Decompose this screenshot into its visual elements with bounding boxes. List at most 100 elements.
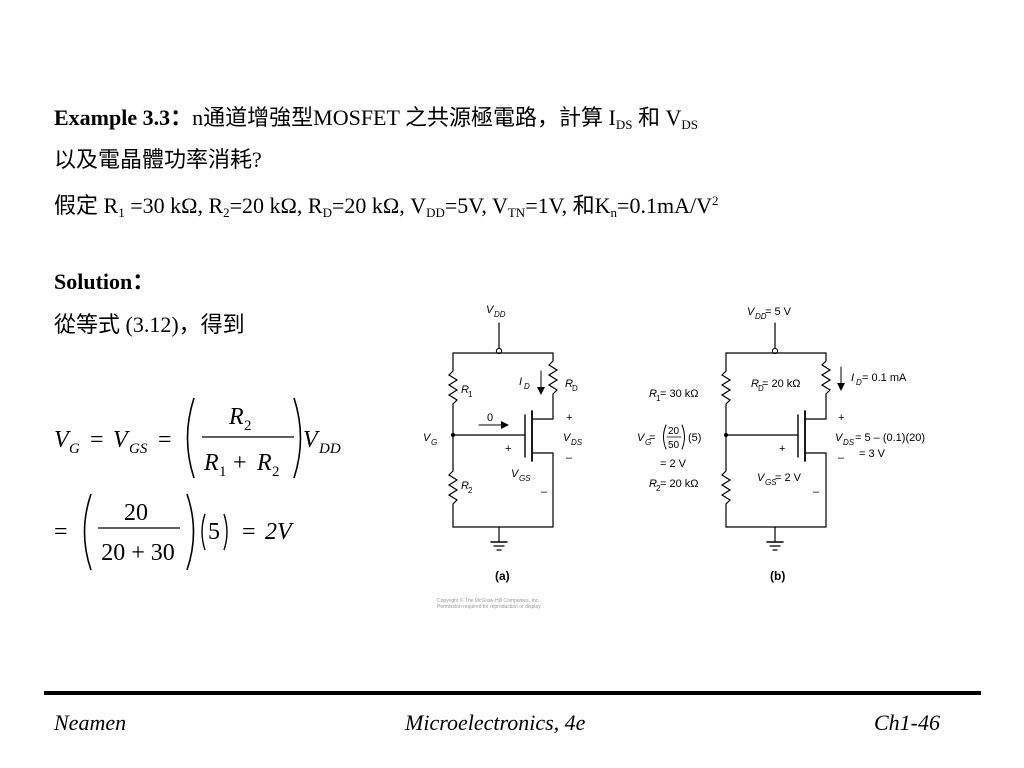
a-r1-label: R	[461, 384, 469, 396]
vdd-value: =5V, V	[444, 193, 508, 218]
eq1-den-sub2: 2	[272, 464, 280, 480]
b-r1-label: R	[649, 388, 657, 400]
eq2-denominator: 20 + 30	[101, 540, 175, 566]
eq1-equals-1: =	[90, 427, 104, 453]
eq2-small-right-paren	[223, 513, 228, 551]
b-vg-sub: G	[645, 438, 651, 447]
eq1-equals-2: =	[158, 427, 172, 453]
eq1-left-paren	[186, 397, 195, 479]
copyright-line-2: Permission required for reproduction or …	[437, 604, 542, 610]
footer-divider	[44, 691, 981, 695]
b-rd-resistor	[820, 352, 832, 398]
rd-subscript: D	[322, 205, 332, 220]
copyright-line-1: Copyright © The McGraw-Hill Companies, I…	[437, 597, 540, 604]
problem-assumptions: 假定 R1 =30 kΩ, R2=20 kΩ, RD=20 kΩ, VDD=5V…	[54, 187, 718, 227]
eq2-left-paren	[83, 493, 92, 571]
b-vds-sub: DS	[843, 438, 855, 447]
example-heading: Example 3.3	[54, 105, 171, 130]
b-r1-sub: 1	[656, 394, 661, 403]
a-vds-plus: +	[566, 412, 572, 424]
a-r2-resistor	[447, 464, 459, 528]
eq1-den-r2: R	[256, 450, 272, 476]
eq1-vg-sub: G	[69, 441, 80, 457]
mosfet-circuits-figure: V DD R 1 V G R 2 0	[423, 304, 925, 610]
b-id-value: = 0.1 mA	[862, 372, 907, 384]
b-source	[804, 452, 827, 528]
a-rd-label: R	[565, 378, 573, 390]
a-vg-sub: G	[431, 438, 437, 447]
vtn-subscript: TN	[507, 205, 526, 220]
eq1-num-r: R	[228, 404, 244, 430]
a-rd-sub: D	[572, 384, 578, 393]
equation-result: = 20 20 + 30 5 = 2V	[54, 493, 294, 571]
b-r1-resistor	[720, 352, 732, 436]
ids-subscript: DS	[615, 117, 633, 132]
b-r1-value: = 30 kΩ	[660, 388, 699, 400]
a-vgs-sub: GS	[519, 474, 531, 483]
footer-page-number: Ch1-46	[874, 710, 940, 735]
b-caption: (b)	[770, 569, 785, 583]
footer-title: Microelectronics, 4e	[405, 710, 586, 735]
eq1-right-paren	[293, 397, 302, 479]
r1-value: =30 kΩ, R	[124, 193, 224, 218]
b-vg-denominator: 50	[668, 440, 680, 451]
problem-line-1: Example 3.3：n通道增強型MOSFET 之共源極電路，計算 IDS 和…	[54, 104, 698, 139]
b-r2-label: R	[649, 478, 657, 490]
a-vds-minus: –	[566, 452, 573, 464]
a-id-sub: D	[524, 382, 530, 391]
eq1-vgs: V	[113, 427, 130, 453]
eq2-five: 5	[208, 519, 220, 545]
assume-prefix: 假定 R	[54, 193, 119, 218]
b-vdd-sub: DD	[755, 312, 767, 321]
a-vg-label: V	[423, 432, 432, 444]
b-vds-label: V	[835, 432, 844, 444]
vds-subscript: DS	[681, 117, 699, 132]
a-vgs-label: V	[511, 468, 520, 480]
vtn-value: =1V, 和K	[525, 193, 611, 218]
b-vg-result: = 2 V	[660, 458, 687, 470]
solution-colon: ：	[132, 269, 155, 294]
b-vdd-terminal	[771, 347, 779, 355]
eq2-result: 2V	[265, 519, 294, 545]
rd-value: =20 kΩ, V	[331, 193, 427, 218]
solution-heading: Solution	[54, 269, 133, 294]
eq1-vdd: V	[303, 427, 320, 453]
b-id-sub: D	[856, 378, 862, 387]
eq1-num-sub: 2	[244, 418, 252, 434]
solution-heading-line: Solution：	[54, 268, 154, 296]
kn-subscript: n	[610, 205, 618, 220]
b-vg-right-paren	[681, 424, 685, 450]
b-vds-minus: –	[838, 452, 845, 464]
a-gate-current-zero: 0	[487, 412, 493, 424]
a-vds-sub: DS	[571, 438, 583, 447]
problem-line-2: 以及電晶體功率消耗?	[54, 147, 262, 172]
a-r1-resistor	[447, 352, 459, 436]
kn-superscript: 2	[711, 193, 719, 208]
circuit-a: V DD R 1 V G R 2 0	[423, 304, 583, 583]
solution-from-equation: 從等式 (3.12)，得到	[54, 312, 245, 337]
b-r2-resistor	[720, 464, 732, 528]
example-colon: ：	[170, 105, 193, 130]
b-vg-label: V	[637, 432, 646, 444]
eq2-small-left-paren	[201, 513, 206, 551]
r1-subscript: 1	[118, 205, 125, 220]
b-id-label: I	[851, 372, 854, 384]
a-id-label: I	[519, 376, 522, 388]
b-vg-left-paren	[663, 424, 667, 450]
a-vdd-sub: DD	[494, 310, 506, 319]
a-vdd-label: V	[486, 304, 495, 316]
eq1-den-r1: R	[203, 450, 219, 476]
eq1-vg: V	[54, 427, 71, 453]
eq1-vdd-sub: DD	[318, 441, 341, 457]
b-vg-five: (5)	[688, 432, 701, 444]
a-rd-resistor	[547, 352, 559, 398]
a-vgs-plus: +	[505, 443, 511, 455]
b-rd-label: R	[751, 378, 759, 390]
b-rd-sub: D	[758, 384, 764, 393]
b-vdd-value: = 5 V	[765, 306, 792, 318]
eq1-den-sub1: 1	[219, 464, 227, 480]
circuit-b: V DD = 5 V R 1 = 30 kΩ V G = 20 50 (5) =…	[637, 306, 925, 583]
a-caption: (a)	[495, 569, 510, 583]
b-drain	[804, 396, 827, 420]
b-vdd-label: V	[747, 306, 756, 318]
